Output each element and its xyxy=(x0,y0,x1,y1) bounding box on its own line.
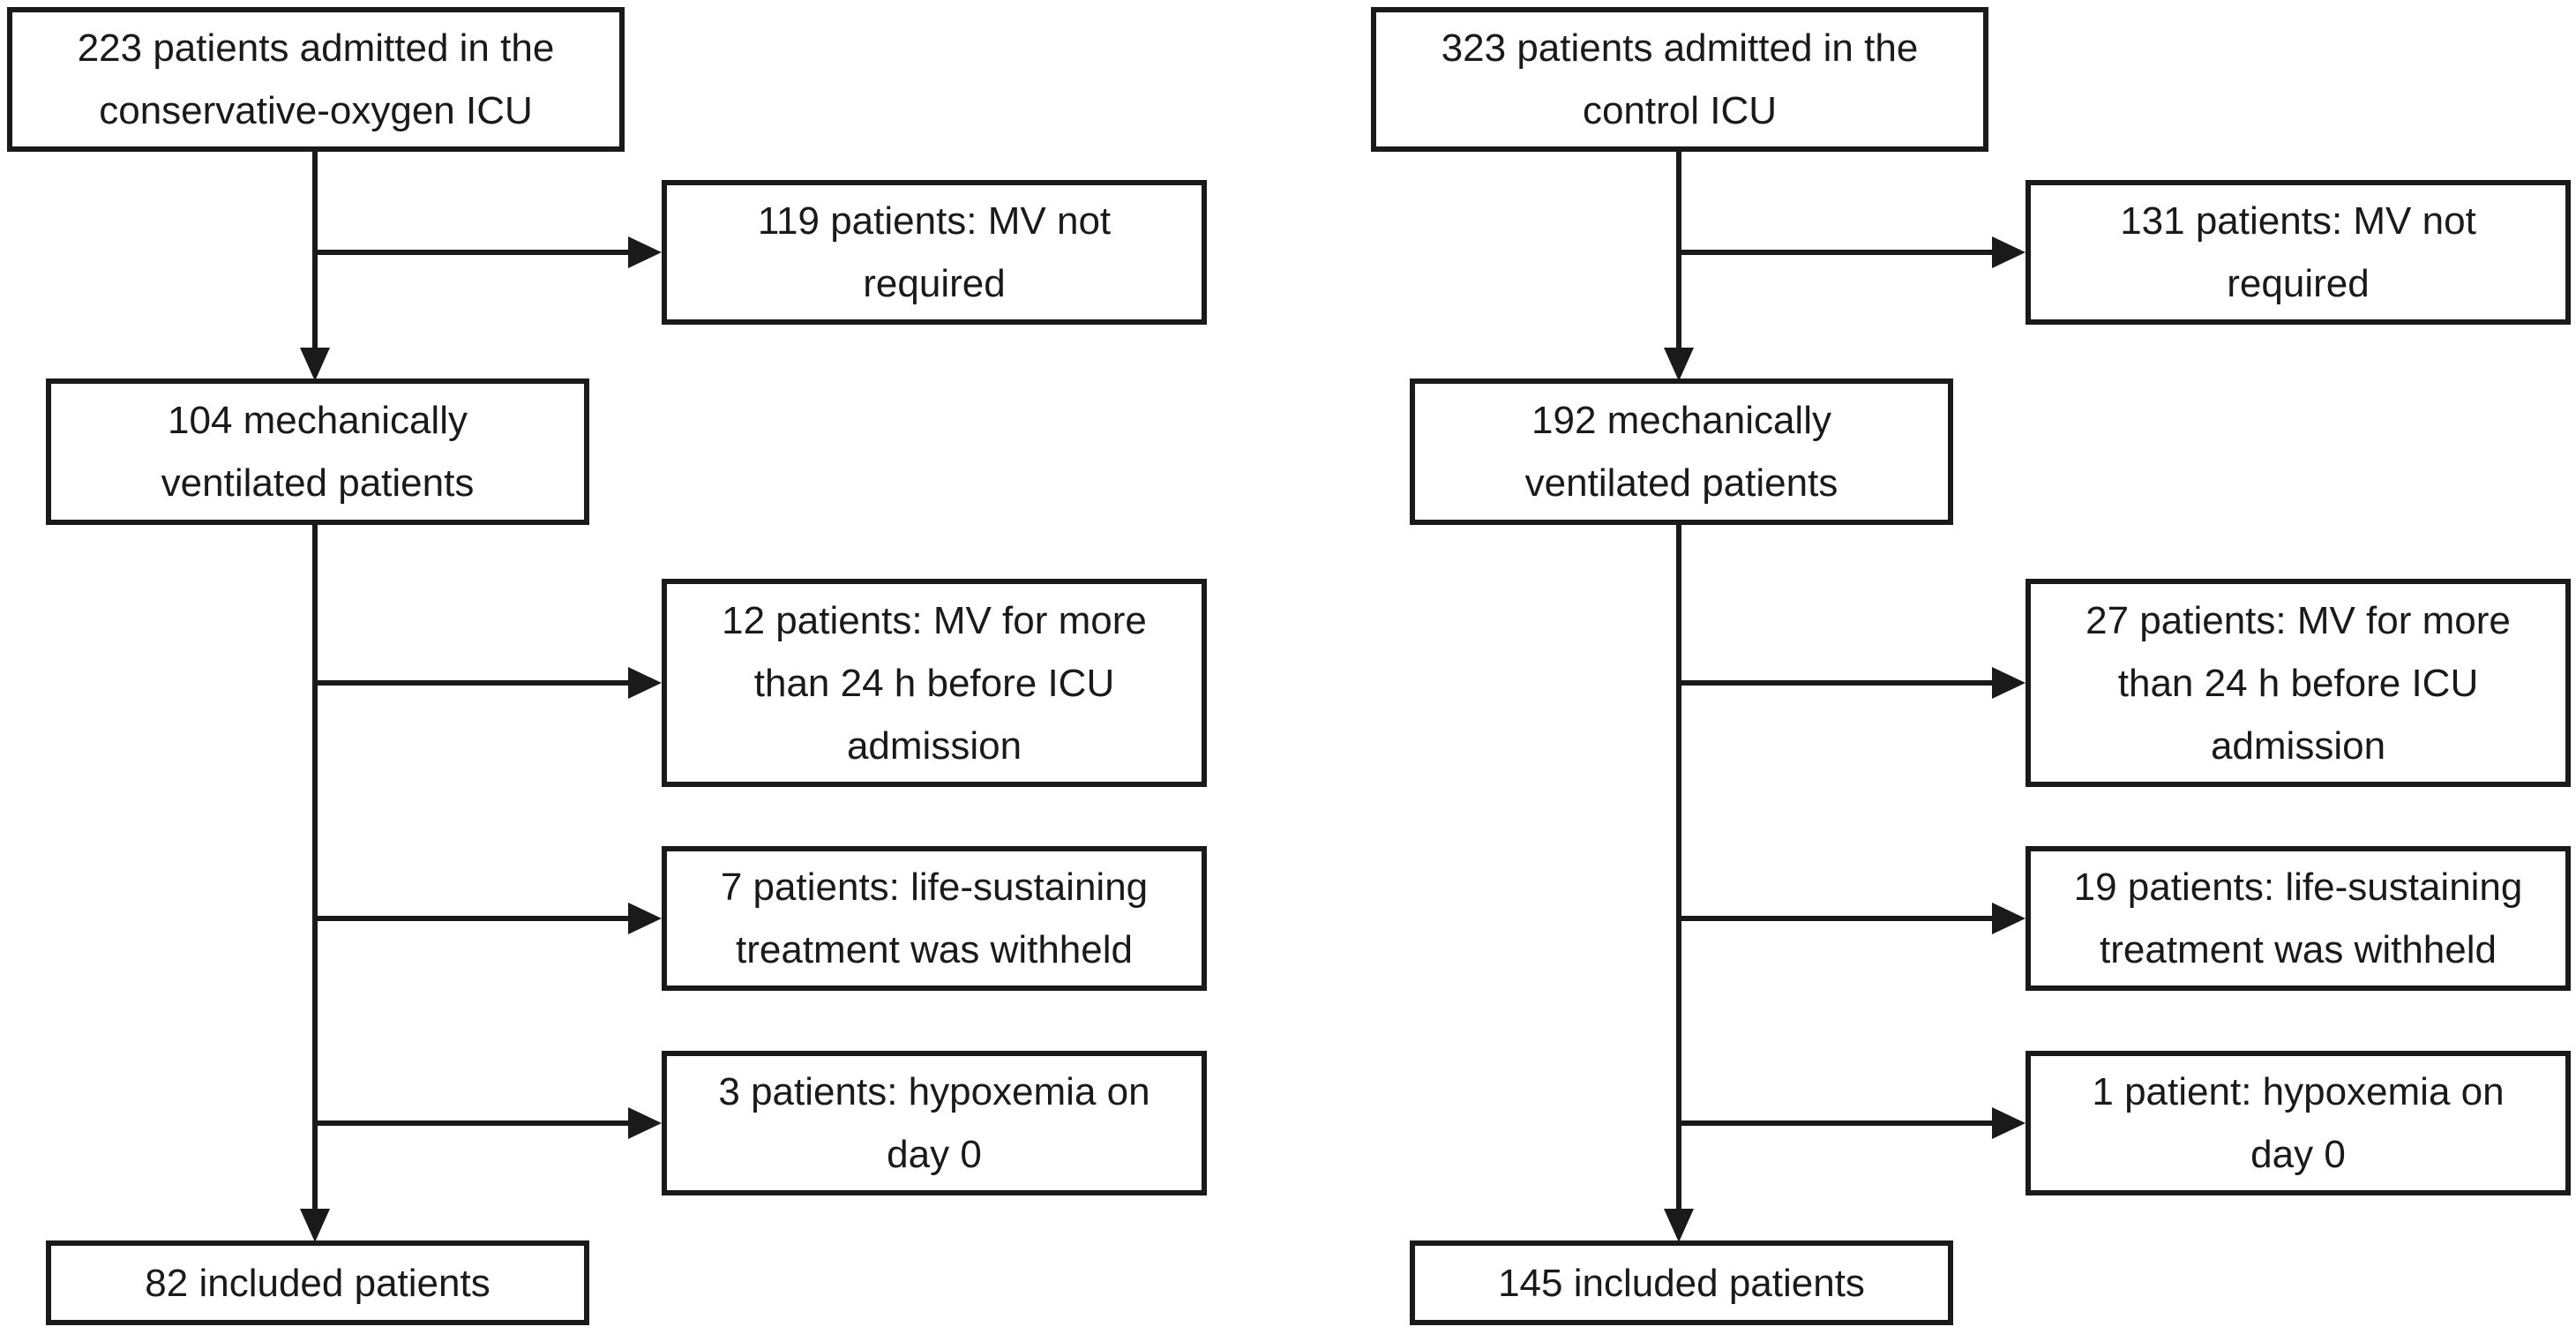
box-text-line: 1 patient: hypoxemia on xyxy=(2092,1070,2505,1113)
box-text-line: admission xyxy=(2210,723,2386,768)
arrow-down xyxy=(300,1209,330,1242)
control-mv-not-required-box: 131 patients: MV not required xyxy=(2026,180,2571,325)
control-admitted-box: 323 patients admitted in the control ICU xyxy=(1371,7,1988,152)
control-included-box: 145 included patients xyxy=(1410,1240,1953,1325)
conservative-mv-before-icu-box: 12 patients: MV for more than 24 h befor… xyxy=(662,579,1207,787)
box-text-line: day 0 xyxy=(887,1133,982,1176)
box-text-line: required xyxy=(2227,262,2370,305)
arrow-down xyxy=(300,348,330,381)
arrow-right xyxy=(1992,236,2026,268)
box-text-line: 7 patients: life-sustaining xyxy=(720,866,1149,909)
box-text-line: 192 mechanically xyxy=(1531,399,1831,442)
conservative-ventilated-box: 104 mechanically ventilated patients xyxy=(46,378,589,525)
box-text-line: 119 patients: MV not xyxy=(757,199,1112,243)
box-text-line: ventilated patients xyxy=(161,461,475,505)
conservative-hypoxemia-box: 3 patients: hypoxemia on day 0 xyxy=(662,1051,1207,1195)
conservative-mv-not-required-box: 119 patients: MV not required xyxy=(662,180,1207,325)
box-text-line: 131 patients: MV not xyxy=(2120,199,2476,243)
arrow-right xyxy=(1992,903,2026,934)
box-text-line: 104 mechanically xyxy=(168,399,468,442)
control-life-sustaining-box: 19 patients: life-sustaining treatment w… xyxy=(2026,846,2571,991)
arrow-down xyxy=(1664,1209,1694,1242)
conservative-admitted-box: 223 patients admitted in the conservativ… xyxy=(7,7,625,152)
arrow-right xyxy=(1992,1107,2026,1139)
box-text-line: 323 patients admitted in the xyxy=(1441,26,1919,70)
box-text-line: 223 patients admitted in the xyxy=(77,26,555,70)
arrow-right xyxy=(628,236,662,268)
box-text-line: 145 included patients xyxy=(1498,1261,1865,1305)
box-text-line: 82 included patients xyxy=(145,1261,490,1305)
box-text-line: day 0 xyxy=(2250,1133,2346,1176)
box-text-line: treatment was withheld xyxy=(736,928,1133,971)
arrow-right xyxy=(628,903,662,934)
box-text-line: conservative-oxygen ICU xyxy=(99,89,533,132)
arrow-right xyxy=(1992,667,2026,699)
box-text-line: 3 patients: hypoxemia on xyxy=(718,1070,1150,1113)
box-text-line: than 24 h before ICU xyxy=(2117,661,2479,705)
box-text-line: 19 patients: life-sustaining xyxy=(2073,866,2523,909)
box-text-line: than 24 h before ICU xyxy=(753,661,1115,705)
conservative-life-sustaining-box: 7 patients: life-sustaining treatment wa… xyxy=(662,846,1207,991)
arrow-right xyxy=(628,667,662,699)
control-hypoxemia-box: 1 patient: hypoxemia on day 0 xyxy=(2026,1051,2571,1195)
box-text-line: 12 patients: MV for more xyxy=(722,598,1147,642)
box-text-line: 27 patients: MV for more xyxy=(2086,598,2511,642)
box-text-line: required xyxy=(863,262,1006,305)
box-text-line: admission xyxy=(846,723,1022,768)
arrow-down xyxy=(1664,348,1694,381)
arrow-right xyxy=(628,1107,662,1139)
control-ventilated-box: 192 mechanically ventilated patients xyxy=(1410,378,1953,525)
control-mv-before-icu-box: 27 patients: MV for more than 24 h befor… xyxy=(2026,579,2571,787)
conservative-included-box: 82 included patients xyxy=(46,1240,589,1325)
box-text-line: ventilated patients xyxy=(1524,461,1838,505)
box-text-line: control ICU xyxy=(1582,89,1778,132)
box-text-line: treatment was withheld xyxy=(2100,928,2497,971)
